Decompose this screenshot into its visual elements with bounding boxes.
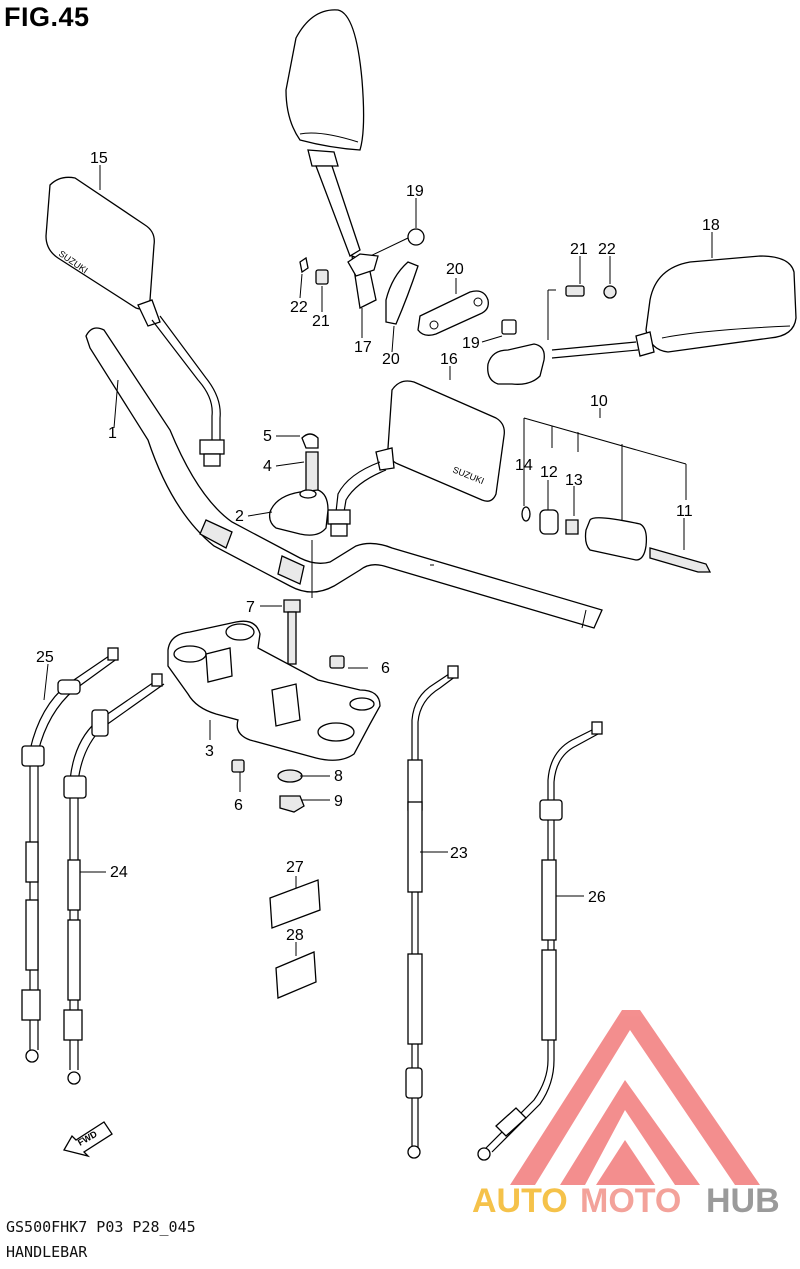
callout-15: 15 — [90, 150, 108, 167]
callout-22b: 22 — [290, 299, 308, 316]
callout-5: 5 — [263, 428, 272, 445]
leader-lines — [43, 165, 713, 956]
callout-9: 9 — [334, 793, 343, 810]
callout-11: 11 — [676, 503, 693, 520]
callout-19b: 19 — [462, 335, 480, 352]
fwd-arrow-icon: FWD — [63, 1121, 113, 1158]
mirror-adapter-parts — [299, 253, 617, 336]
callout-3: 3 — [205, 743, 214, 760]
callout-25: 25 — [36, 649, 54, 666]
callout-22a: 22 — [598, 241, 616, 258]
watermark-text-hub: HUB — [706, 1182, 780, 1220]
watermark-text-auto: AUTO — [472, 1182, 568, 1220]
upper-holder — [268, 433, 329, 536]
mirror-far-right — [487, 255, 797, 385]
callout-24: 24 — [110, 864, 128, 881]
callout-6b: 6 — [234, 797, 243, 814]
callout-numbers: 15 1 2 3 4 5 6 6 7 8 9 10 11 12 13 16 17… — [36, 150, 720, 944]
callout-8: 8 — [334, 768, 343, 785]
callout-1: 1 — [108, 425, 117, 442]
cable-25 — [21, 647, 119, 1063]
handlebar-holder — [167, 540, 381, 813]
callout-28: 28 — [286, 927, 304, 944]
callout-27: 27 — [286, 859, 304, 876]
model-code: GS500FHK7 P03 P28_045 — [6, 1218, 196, 1236]
callout-7: 7 — [246, 599, 255, 616]
callout-17: 17 — [354, 339, 372, 356]
balancer-parts — [521, 417, 712, 573]
callout-12: 12 — [540, 464, 558, 481]
callout-2: 2 — [235, 508, 244, 525]
callout-26: 26 — [588, 889, 606, 906]
watermark-text-moto: MOTO — [580, 1182, 681, 1220]
callout-20b: 20 — [382, 351, 400, 368]
callout-14-visible: 14 — [515, 457, 533, 474]
callout-18: 18 — [702, 217, 720, 234]
callout-6a: 6 — [381, 660, 390, 677]
callout-4: 4 — [263, 458, 272, 475]
callout-10: 10 — [590, 393, 608, 410]
section-name: HANDLEBAR — [6, 1243, 88, 1261]
figure-title: FIG.45 — [4, 2, 90, 32]
mirror-left: SUZUKI — [45, 176, 225, 467]
callout-21a: 21 — [570, 241, 588, 258]
mirror-right: SUZUKI — [327, 380, 505, 537]
callout-16: 16 — [440, 351, 458, 368]
handlebar — [85, 327, 603, 629]
callout-19a: 19 — [406, 183, 424, 200]
callout-20a: 20 — [446, 261, 464, 278]
cable-23 — [405, 665, 459, 1159]
warning-labels — [269, 879, 321, 999]
callout-13: 13 — [565, 472, 583, 489]
cable-26 — [477, 721, 603, 1161]
watermark-logo-icon — [510, 1010, 760, 1185]
watermark-text: AUTO MOTO HUB — [472, 1182, 780, 1220]
callout-23: 23 — [450, 845, 468, 862]
cable-24 — [63, 673, 165, 1085]
callout-21b: 21 — [312, 313, 330, 330]
